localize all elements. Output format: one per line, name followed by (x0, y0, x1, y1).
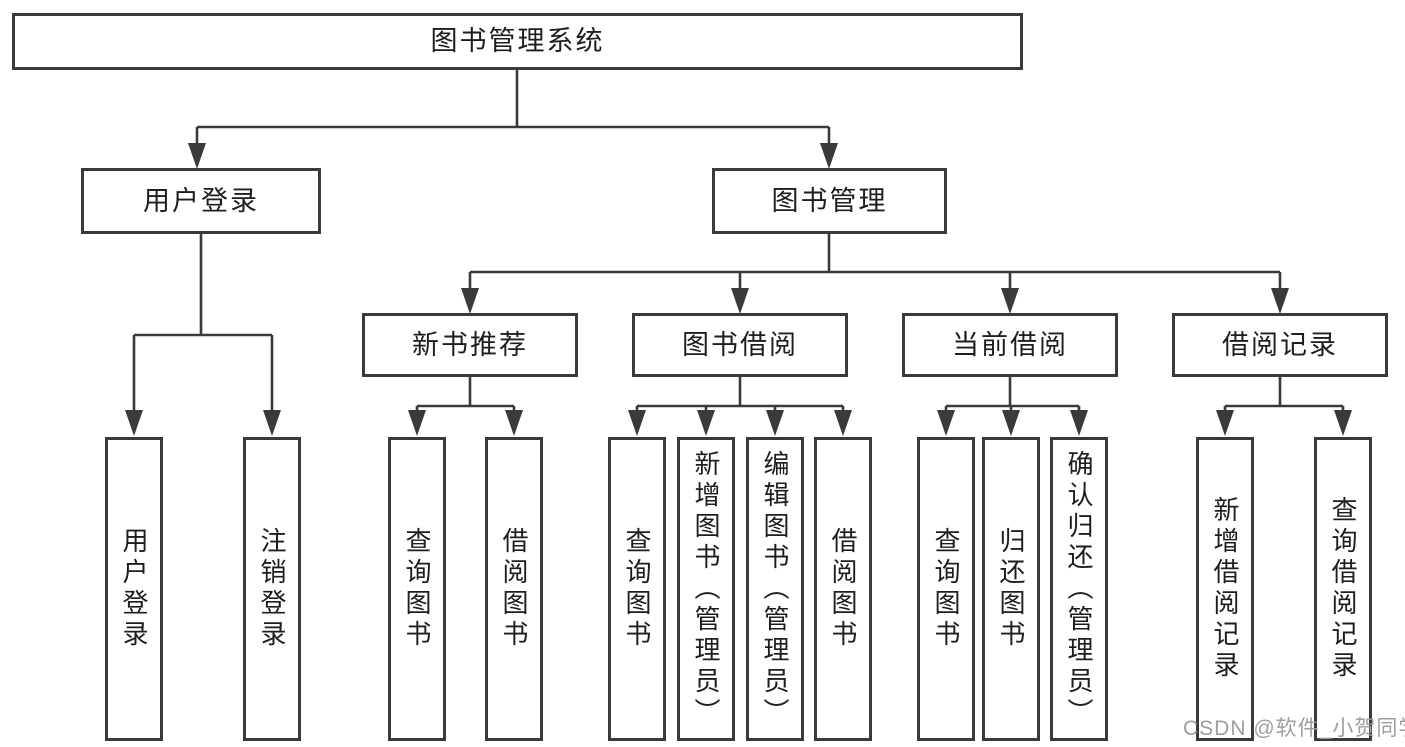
arrowhead-icon (408, 410, 426, 436)
arrowhead-icon (731, 288, 749, 314)
arrowhead-icon (1216, 410, 1234, 436)
arrowhead-icon (697, 410, 715, 436)
arrowhead-icon (628, 410, 646, 436)
leaf-add-books-admin: 新增图书（管理员） (677, 437, 735, 741)
leaf-user-login: 用户登录 (105, 437, 163, 741)
leaf-return-books: 归还图书 (982, 437, 1040, 741)
arrowhead-icon (937, 410, 955, 436)
leaf-query-books-borrowing: 查询图书 (608, 437, 666, 741)
node-current-borrowing: 当前借阅 (902, 313, 1118, 377)
node-borrowing-records: 借阅记录 (1172, 313, 1388, 377)
node-root: 图书管理系统 (12, 13, 1023, 70)
leaf-add-borrow-record: 新增借阅记录 (1196, 437, 1254, 741)
leaf-query-borrow-record: 查询借阅记录 (1314, 437, 1372, 741)
arrowhead-icon (834, 410, 852, 436)
node-new-book-recommend-label: 新书推荐 (412, 329, 528, 360)
node-book-borrowing-label: 图书借阅 (682, 329, 798, 360)
arrowhead-icon (125, 410, 143, 436)
leaf-borrow-books-borrowing: 借阅图书 (814, 437, 872, 741)
node-new-book-recommend: 新书推荐 (362, 313, 578, 377)
arrowhead-icon (1001, 288, 1019, 314)
arrowhead-icon (766, 410, 784, 436)
leaf-query-books-current: 查询图书 (917, 437, 975, 741)
arrowhead-icon (1002, 410, 1020, 436)
arrowhead-icon (1271, 288, 1289, 314)
node-book-management-label: 图书管理 (771, 185, 888, 216)
arrowhead-icon (820, 143, 838, 169)
leaf-logout: 注销登录 (243, 437, 301, 741)
leaf-edit-books-admin: 编辑图书（管理员） (746, 437, 804, 741)
node-borrowing-records-label: 借阅记录 (1222, 329, 1338, 360)
leaf-confirm-return-admin: 确认归还（管理员） (1050, 437, 1108, 741)
node-book-borrowing: 图书借阅 (632, 313, 848, 377)
arrowhead-icon (263, 410, 281, 436)
arrowhead-icon (505, 410, 523, 436)
csdn-watermark: CSDN @软件_小贺同学 (1183, 717, 1405, 740)
arrowhead-icon (188, 143, 206, 169)
node-user-login: 用户登录 (81, 168, 321, 234)
node-root-label: 图书管理系统 (430, 26, 605, 56)
node-book-management: 图书管理 (712, 168, 947, 234)
node-current-borrowing-label: 当前借阅 (952, 329, 1068, 360)
leaf-borrow-books-recommend: 借阅图书 (485, 437, 543, 741)
arrowhead-icon (1070, 410, 1088, 436)
leaf-query-books-recommend: 查询图书 (388, 437, 446, 741)
arrowhead-icon (1334, 410, 1352, 436)
node-user-login-label: 用户登录 (143, 185, 259, 216)
arrowhead-icon (461, 288, 479, 314)
